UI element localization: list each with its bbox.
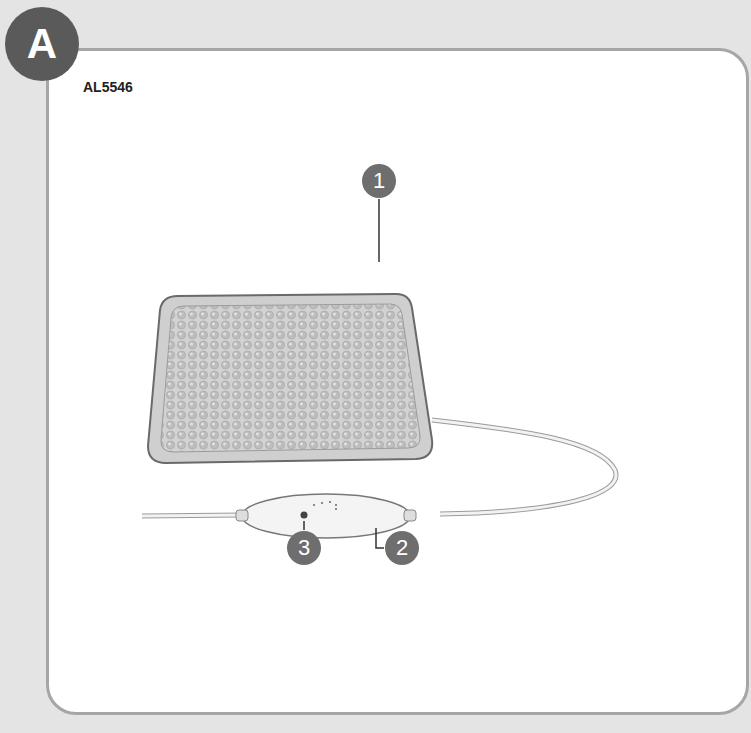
heating-pad [148,294,432,463]
power-button [301,512,308,519]
callout-number: 3 [287,531,321,565]
cable-sleeve [404,510,416,521]
cable-outline [432,420,616,514]
callout-text: 3 [298,535,310,561]
leader-line [303,521,305,530]
panel-ground [48,49,748,714]
callout-text: 2 [396,535,408,561]
power-cable [142,515,242,516]
callout-text: 1 [373,168,385,194]
controller [242,494,410,538]
model-number: AL5546 [83,79,133,95]
figure-panel: AL5546 1 3 2 [46,48,749,715]
indicator-lights [313,501,337,510]
section-badge: A [5,7,79,81]
section-letter: A [27,20,57,68]
cable-sleeve [236,510,248,521]
pad-texture [161,304,420,452]
leader-line [376,528,384,548]
callout-number: 1 [362,164,396,198]
callout-number: 2 [385,531,419,565]
leader-line [378,199,380,262]
cable [432,420,616,514]
power-cable-outline [142,515,242,516]
